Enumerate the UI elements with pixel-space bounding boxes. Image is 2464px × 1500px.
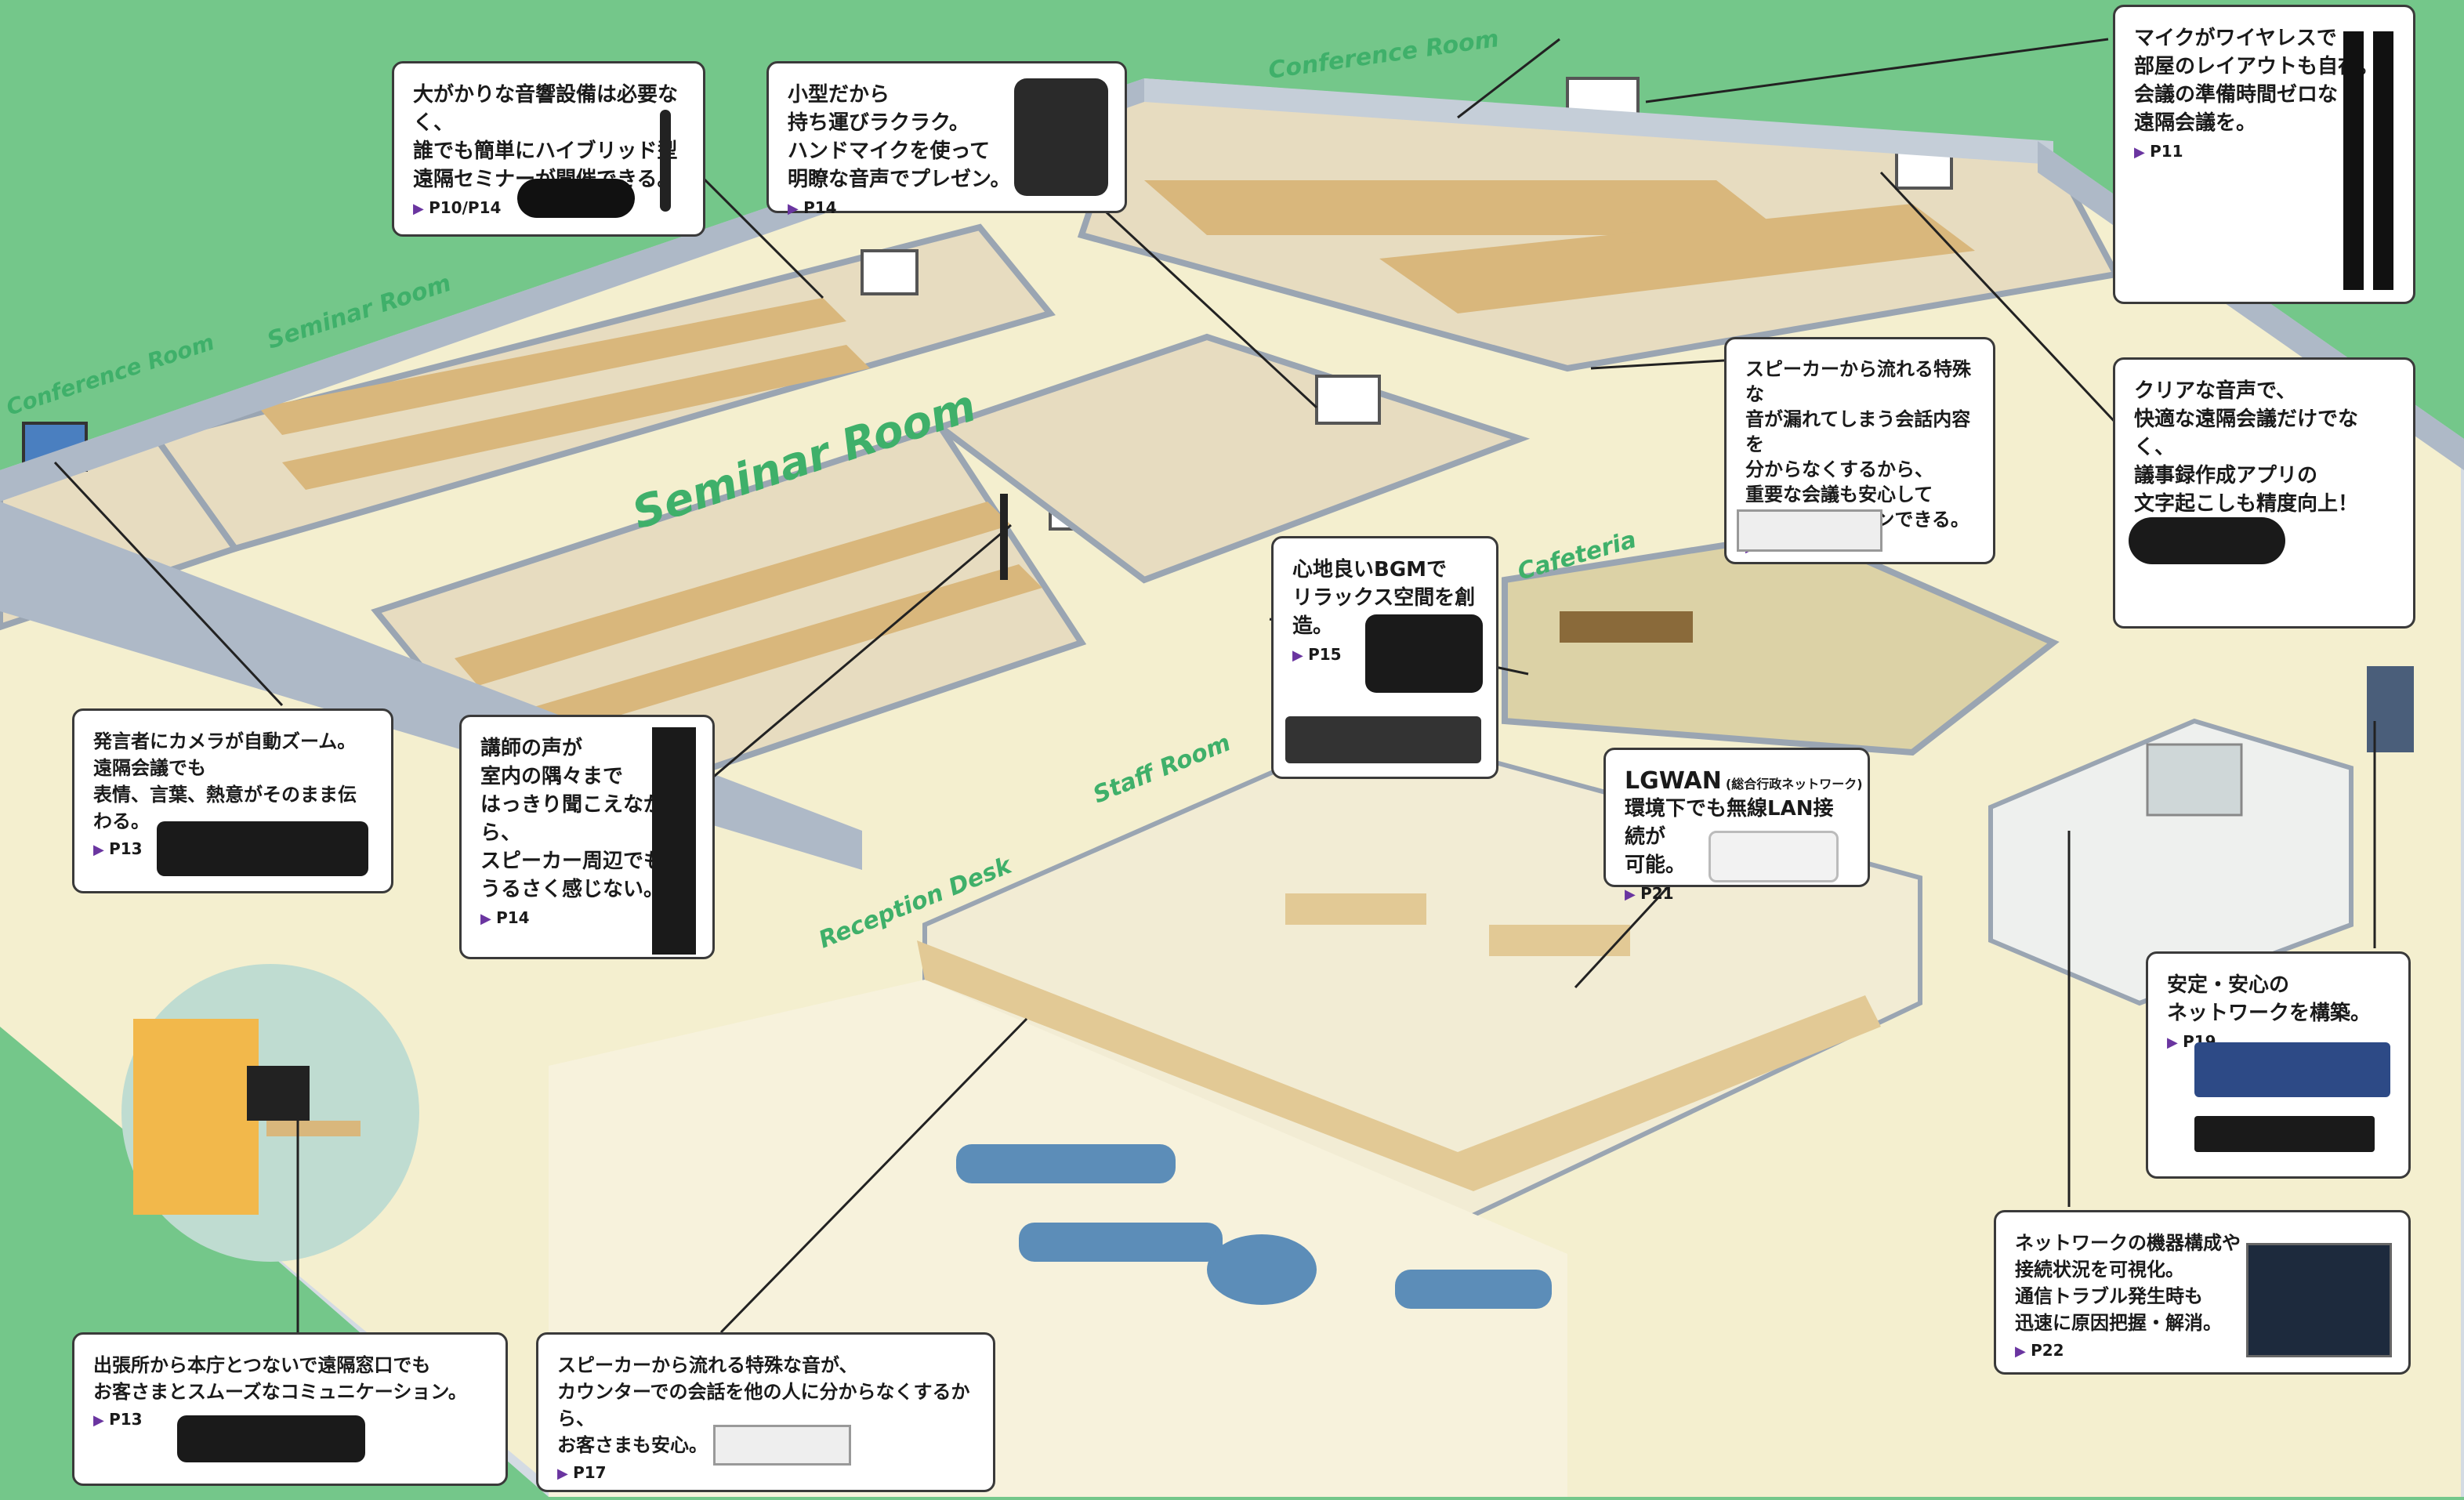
product-network-screen (2246, 1243, 2392, 1357)
page-reference: P13 (93, 839, 372, 858)
lgwan-title: LGWAN (1625, 767, 1722, 795)
callout-text: 講師の声が 室内の隅々まで はっきり聞こえながら、 スピーカー周辺でも うるさく… (480, 737, 665, 901)
callout-clear-audio: クリアな音声で、 快適な遠隔会議だけでなく、 議事録作成アプリの 文字起こしも精… (2113, 357, 2415, 629)
callout-text: 安定・安心の ネットワークを構築。 (2167, 973, 2372, 1025)
product-wireless-mic-tall-2 (2373, 31, 2393, 290)
callout-text: 発言者にカメラが自動ズーム。 遠隔会議でも 表情、言葉、熱意がそのまま伝わる。 (93, 730, 357, 832)
product-column-speaker (652, 727, 696, 955)
page-reference: P21 (1625, 884, 1849, 903)
remote-booth (121, 964, 419, 1262)
product-conference-speaker (517, 179, 635, 218)
seminar-room-left (151, 223, 1056, 553)
product-access-point (1708, 831, 1839, 882)
lgwan-subtitle: (総合行政ネットワーク) (1725, 777, 1863, 792)
callout-wireless-mic: マイクがワイヤレスで 部屋のレイアウトも自在。 会議の準備時間ゼロな 遠隔会議を… (2113, 5, 2415, 304)
callout-remote-window: 出張所から本庁とつないで遠隔窓口でも お客さまとスムーズなコミュニケーション。 … (72, 1332, 508, 1486)
product-bgm-speaker (1365, 614, 1483, 693)
product-network-switch (2194, 1042, 2390, 1097)
callout-counter-masking: スピーカーから流れる特殊な音が、 カウンターでの会話を他の人に分からなくするから… (536, 1332, 995, 1492)
seminar-room-right (933, 333, 1531, 584)
product-desk-camera (177, 1415, 365, 1462)
page-reference: P17 (557, 1463, 974, 1482)
page-reference: P13 (93, 1410, 487, 1429)
product-speakerphone (2129, 517, 2285, 564)
callout-text: スピーカーから流れる特殊な 音が漏れてしまう会話内容を 分からなくするから、 重… (1745, 358, 1971, 531)
callout-text: 出張所から本庁とつないで遠隔窓口でも お客さまとスムーズなコミュニケーション。 (93, 1354, 467, 1403)
room-label-conference-top: Conference Room (1266, 25, 1501, 85)
callout-text: クリアな音声で、 快適な遠隔会議だけでなく、 議事録作成アプリの 文字起こしも精… (2134, 379, 2359, 516)
callout-text: 小型だから 持ち運びラクラク。 ハンドマイクを使って 明瞭な音声でプレゼン。 (788, 83, 1011, 191)
product-bgm-amp (1285, 716, 1481, 763)
callout-text: 心地良いBGMで リラックス空間を創造。 (1292, 558, 1476, 638)
page-reference: P14 (788, 198, 1106, 217)
callout-text: 大がかりな音響設備は必要なく、 誰でも簡単にハイブリッド型 遠隔セミナーが開催で… (413, 83, 679, 191)
product-masking-unit (1737, 509, 1882, 552)
lgwan-title-row: LGWAN (総合行政ネットワーク) (1625, 767, 1863, 795)
page-reference: P10/P14 (413, 198, 684, 217)
callout-text: 環境下でも無線LAN接続が 可能。 (1625, 797, 1834, 877)
page-reference: P15 (1292, 645, 1477, 664)
page-reference: P14 (480, 908, 694, 927)
product-portable-speaker (1014, 78, 1108, 196)
page-reference: P11 (2134, 142, 2394, 161)
product-masking-unit-counter (713, 1425, 851, 1466)
callout-text: スピーカーから流れる特殊な音が、 カウンターでの会話を他の人に分からなくするから… (557, 1354, 970, 1456)
product-handheld-mic (660, 110, 671, 212)
product-camera-bar (157, 821, 368, 876)
callout-text: マイクがワイヤレスで 部屋のレイアウトも自在。 会議の準備時間ゼロな 遠隔会議を… (2134, 27, 2379, 135)
product-wireless-mic-tall-1 (2343, 31, 2364, 290)
page-reference: P22 (2015, 1341, 2390, 1360)
callout-text: ネットワークの機器構成や 接続状況を可視化。 通信トラブル発生時も 迅速に原因把… (2015, 1232, 2241, 1334)
network-room (1988, 666, 2414, 1006)
product-router (2194, 1116, 2375, 1152)
